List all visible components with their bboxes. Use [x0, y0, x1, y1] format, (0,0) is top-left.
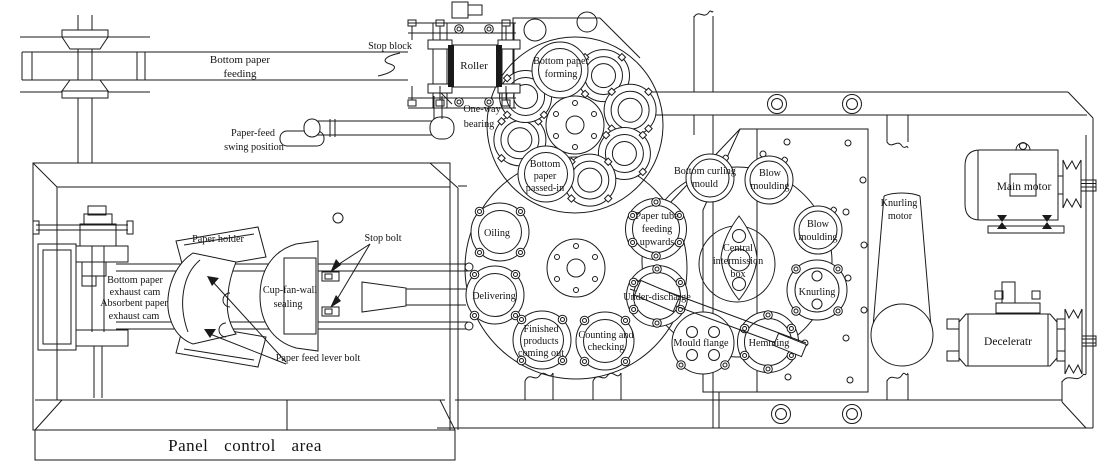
label-blow-moulding-b1: Blow	[807, 219, 830, 230]
label-bottom-exhaust-cam-1: Bottom paper	[107, 275, 163, 286]
label-mould-flange: Mould flange	[673, 338, 729, 349]
label-passed-in-1: Bottom	[530, 159, 561, 170]
station-bottom-curling-mould	[685, 153, 735, 203]
labels: Bottom paper feeding Stop block Roller O…	[100, 41, 1051, 455]
label-absorbent-cam-1: Absorbent paper	[100, 298, 168, 309]
label-bottom-paper-feeding-2: feeding	[224, 68, 257, 80]
station-counting-checking	[576, 312, 634, 370]
label-blow-moulding-a2: moulding	[750, 181, 789, 192]
label-paper-tube-2: feeding	[642, 224, 673, 235]
label-paper-feed-swing-1: Paper-feed	[231, 128, 275, 139]
station-blow-moulding-1	[744, 155, 794, 205]
label-finished-1: Finished	[523, 324, 558, 335]
label-paper-feed-lever-bolt: Paper feed lever bolt	[276, 353, 361, 364]
label-deceleratr: Deceleratr	[984, 336, 1032, 348]
label-under-discharge: Under-discharge	[623, 292, 691, 303]
label-main-motor: Main motor	[997, 181, 1052, 193]
label-paper-holder: Paper holder	[192, 234, 244, 245]
label-delivering: Delivering	[472, 291, 516, 302]
label-paper-feed-swing-2: swing position	[224, 142, 284, 153]
main-turret	[464, 156, 688, 380]
label-blow-moulding-a1: Blow	[759, 168, 782, 179]
decelerator-pulley	[1064, 308, 1097, 375]
label-bottom-curling-2: mould	[692, 179, 718, 190]
label-central-box-3: box	[730, 269, 745, 280]
label-absorbent-cam-2: exhaust cam	[109, 311, 160, 322]
station-blow-moulding-2	[793, 205, 843, 255]
panel-control-box	[32, 162, 474, 461]
label-bottom-curling-1: Bottom curling	[674, 166, 736, 177]
label-bottom-paper-forming-2: forming	[545, 69, 578, 80]
label-counting-1: Counting and	[578, 330, 633, 341]
main-motor-pulley	[1057, 159, 1097, 209]
bottom-paper-forming-turret	[486, 36, 664, 214]
label-oiling: Oiling	[484, 228, 510, 239]
label-finished-2: products	[523, 336, 558, 347]
plate-holes	[759, 138, 868, 384]
roller-assembly	[407, 1, 521, 109]
label-paper-tube-3: upwards	[640, 237, 675, 248]
label-paper-tube-1: Paper tube	[635, 211, 679, 222]
label-one-way-bearing-1: One-way	[463, 104, 501, 115]
station-mould-flange	[671, 311, 735, 375]
label-stop-block: Stop block	[368, 41, 413, 52]
label-panel-control-area: Panel control area	[168, 436, 322, 455]
label-knurling-motor-2: motor	[888, 211, 913, 222]
forming-turret-plate	[512, 11, 641, 75]
label-blow-moulding-b2: moulding	[798, 232, 837, 243]
label-knurling-motor-1: Knurling	[881, 198, 918, 209]
belt-pulley	[870, 303, 934, 367]
label-counting-2: checking	[588, 342, 625, 353]
station-bottom-paper-forming	[531, 41, 589, 99]
label-bottom-paper-forming-1: Bottom paper	[533, 56, 589, 67]
label-cup-fan-wall-1: Cup-fan-wall	[263, 285, 317, 296]
station-knurling	[786, 259, 848, 321]
label-knurling: Knurling	[799, 287, 836, 298]
main-motor	[964, 142, 1097, 234]
label-hemming: Hemming	[749, 338, 790, 349]
label-cup-fan-wall-2: sealing	[274, 299, 303, 310]
label-finished-3: coming out	[518, 348, 564, 359]
label-central-box-2: intermission	[713, 256, 763, 267]
roller-screws	[407, 19, 511, 107]
bottom-paper-feeder	[20, 15, 408, 163]
label-bottom-exhaust-cam-2: exhaust cam	[110, 287, 161, 298]
label-central-box-1: Central	[723, 243, 753, 254]
label-one-way-bearing-2: bearing	[464, 119, 495, 130]
decelerator	[946, 281, 1097, 375]
label-passed-in-2: paper	[534, 171, 557, 182]
knurling-motor-drive	[870, 192, 934, 367]
moulding-turret	[626, 128, 869, 393]
label-roller: Roller	[460, 60, 488, 72]
station-bottom-paper-passed-in	[517, 145, 575, 203]
label-bottom-paper-feeding-1: Bottom paper	[210, 54, 271, 66]
paper-feed-swing-arm	[279, 96, 455, 147]
label-stop-bolt: Stop bolt	[364, 233, 401, 244]
label-passed-in-3: passed-in	[526, 183, 564, 194]
